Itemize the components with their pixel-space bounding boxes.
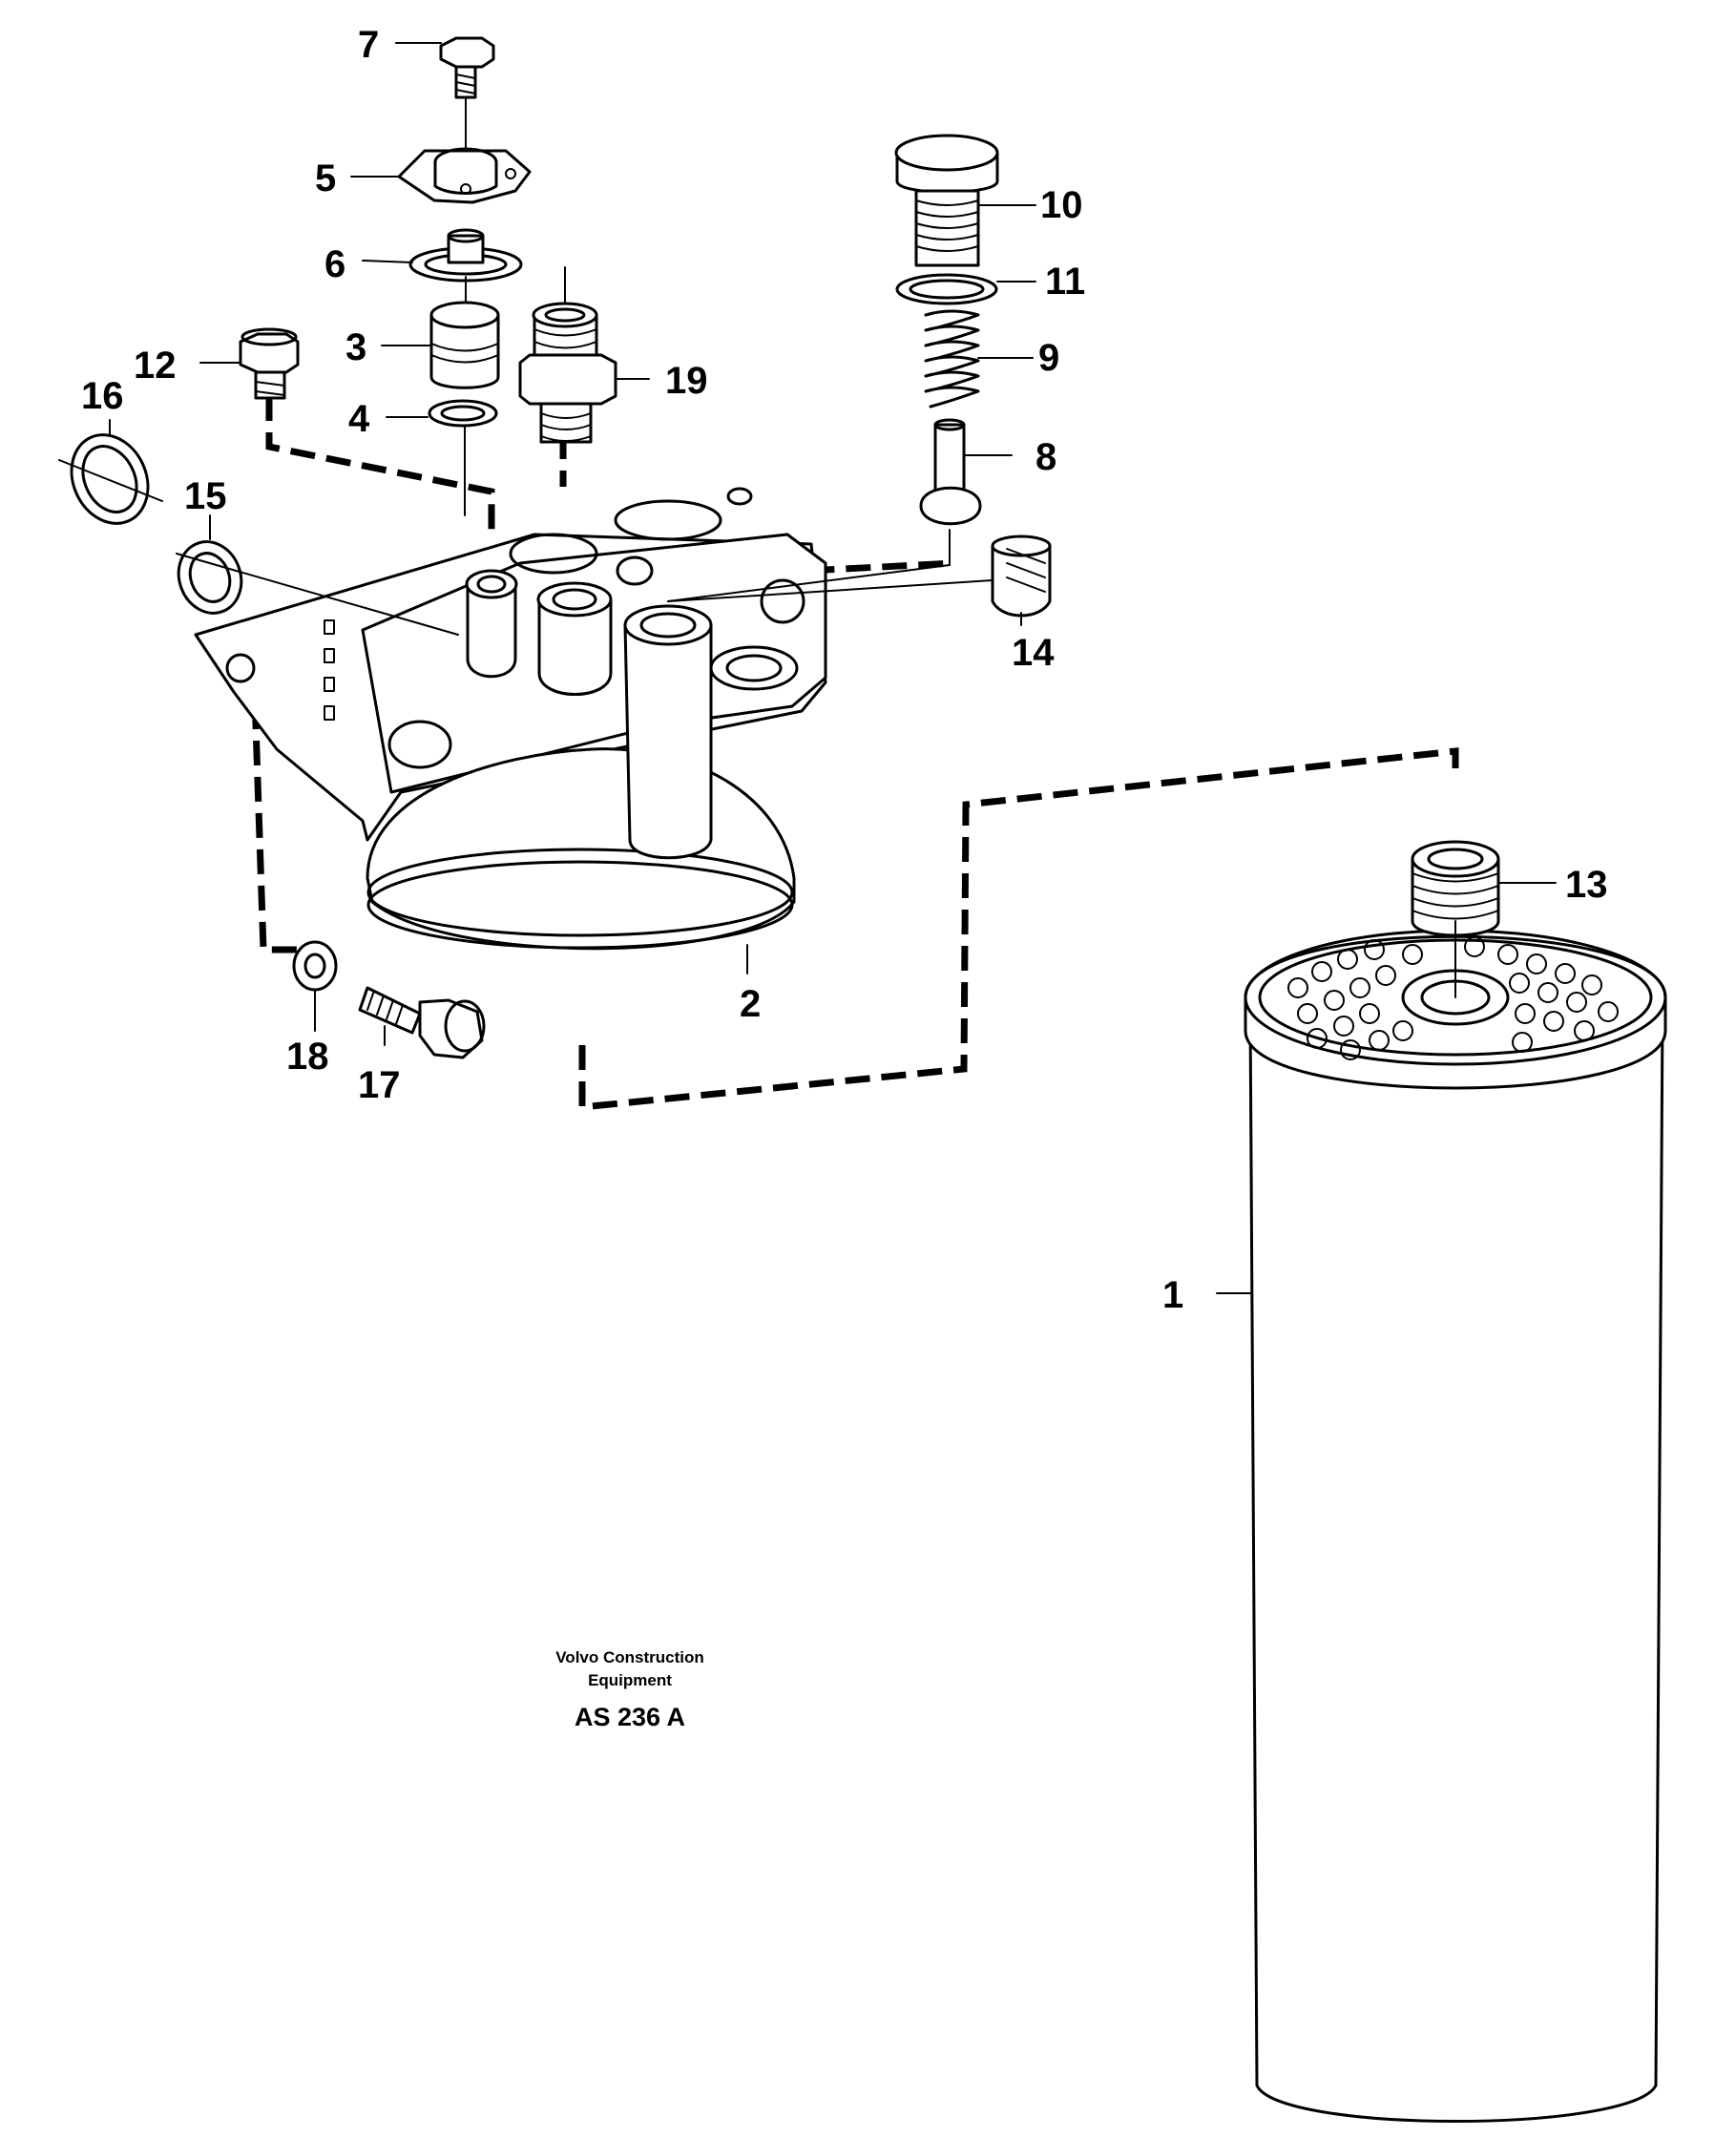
cartridge-holes (1287, 936, 1619, 1060)
callout-16: 16 (81, 375, 124, 417)
screw-part-17 (358, 986, 486, 1059)
oring-part-15 (176, 540, 459, 636)
callout-5: 5 (315, 157, 336, 199)
washer-part-18 (292, 940, 338, 992)
valve-part-3 (429, 301, 500, 389)
caption-drawing-code: AS 236 A (575, 1703, 685, 1731)
piston-part-8 (667, 418, 982, 602)
callout-1: 1 (1162, 1274, 1183, 1316)
seal-part-11 (895, 273, 998, 305)
oring-part-16 (58, 433, 163, 525)
callout-3: 3 (345, 326, 366, 368)
screw-part-7 (439, 36, 495, 149)
caption-company-line2: Equipment (588, 1671, 672, 1689)
callout-10: 10 (1040, 184, 1083, 226)
callout-12: 12 (134, 345, 177, 387)
callout-15: 15 (184, 475, 227, 517)
callout-17: 17 (358, 1064, 401, 1106)
filter-housing (194, 487, 827, 951)
callout-8: 8 (1035, 436, 1056, 478)
callout-7: 7 (358, 24, 379, 66)
nipple-part-13 (1411, 840, 1500, 998)
callout-18: 18 (286, 1036, 329, 1078)
seal-part-4 (428, 399, 498, 516)
fitting-part-19 (518, 266, 617, 444)
plug-part-14 (667, 534, 1052, 618)
callout-11: 11 (1045, 261, 1085, 303)
callout-6: 6 (324, 243, 345, 285)
callout-2: 2 (740, 983, 761, 1025)
leader-lines (109, 42, 1557, 1294)
plug-part-10 (894, 134, 999, 267)
callout-13: 13 (1565, 864, 1608, 906)
callout-14: 14 (1012, 632, 1055, 674)
callout-19: 19 (665, 360, 708, 402)
spring-part-9 (924, 309, 980, 409)
filter-cartridge (1244, 929, 1667, 2123)
diagram-caption: Volvo Construction Equipment AS 236 A (555, 1648, 704, 1731)
plug-part-12 (239, 327, 300, 400)
callout-labels: 1 2 3 4 5 6 7 8 9 10 11 12 13 14 15 16 1… (81, 24, 1608, 1316)
callout-4: 4 (348, 398, 370, 440)
cover-part-5 (397, 147, 532, 204)
caption-company: Volvo Construction (555, 1648, 704, 1666)
callout-9: 9 (1038, 337, 1059, 379)
seal-part-6 (408, 228, 523, 306)
